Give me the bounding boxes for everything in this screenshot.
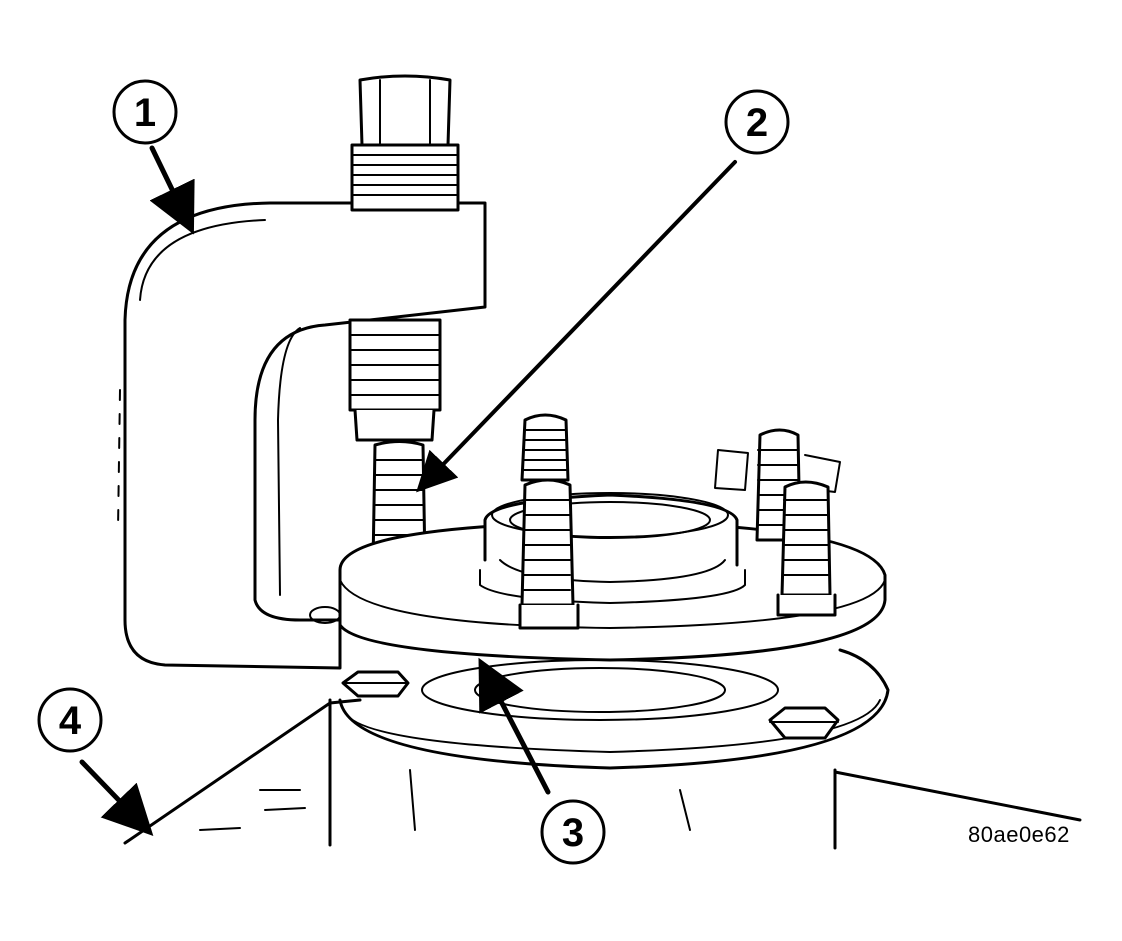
leader-arrow-4: [79, 759, 154, 836]
callout-2: 2: [724, 89, 790, 155]
callout-3: 3: [540, 799, 606, 865]
wheel-stud-front-right: [776, 480, 837, 617]
callout-2-label: 2: [746, 101, 768, 145]
wheel-stud-front-left: [518, 478, 580, 630]
leader-arrow-1: [149, 145, 195, 235]
leader-arrow-2: [416, 160, 737, 493]
callout-3-label: 3: [562, 811, 584, 855]
callout-4: 4: [37, 687, 103, 753]
c-frame-press: [117, 201, 487, 670]
wheel-stud-back-left: [520, 413, 570, 482]
callout-1-label: 1: [134, 91, 156, 135]
press-screw: [348, 74, 460, 442]
callout-4-label: 4: [59, 699, 82, 743]
callout-1: 1: [112, 79, 178, 145]
flange-bolt-left: [341, 670, 410, 698]
flange-bolt-right: [768, 706, 840, 740]
wheel-stud-back-right: [714, 428, 841, 542]
steering-knuckle: [123, 698, 1082, 850]
knuckle-flange: [338, 648, 890, 770]
figure-code: 80ae0e62: [968, 822, 1070, 847]
leader-arrow-3: [478, 657, 551, 795]
